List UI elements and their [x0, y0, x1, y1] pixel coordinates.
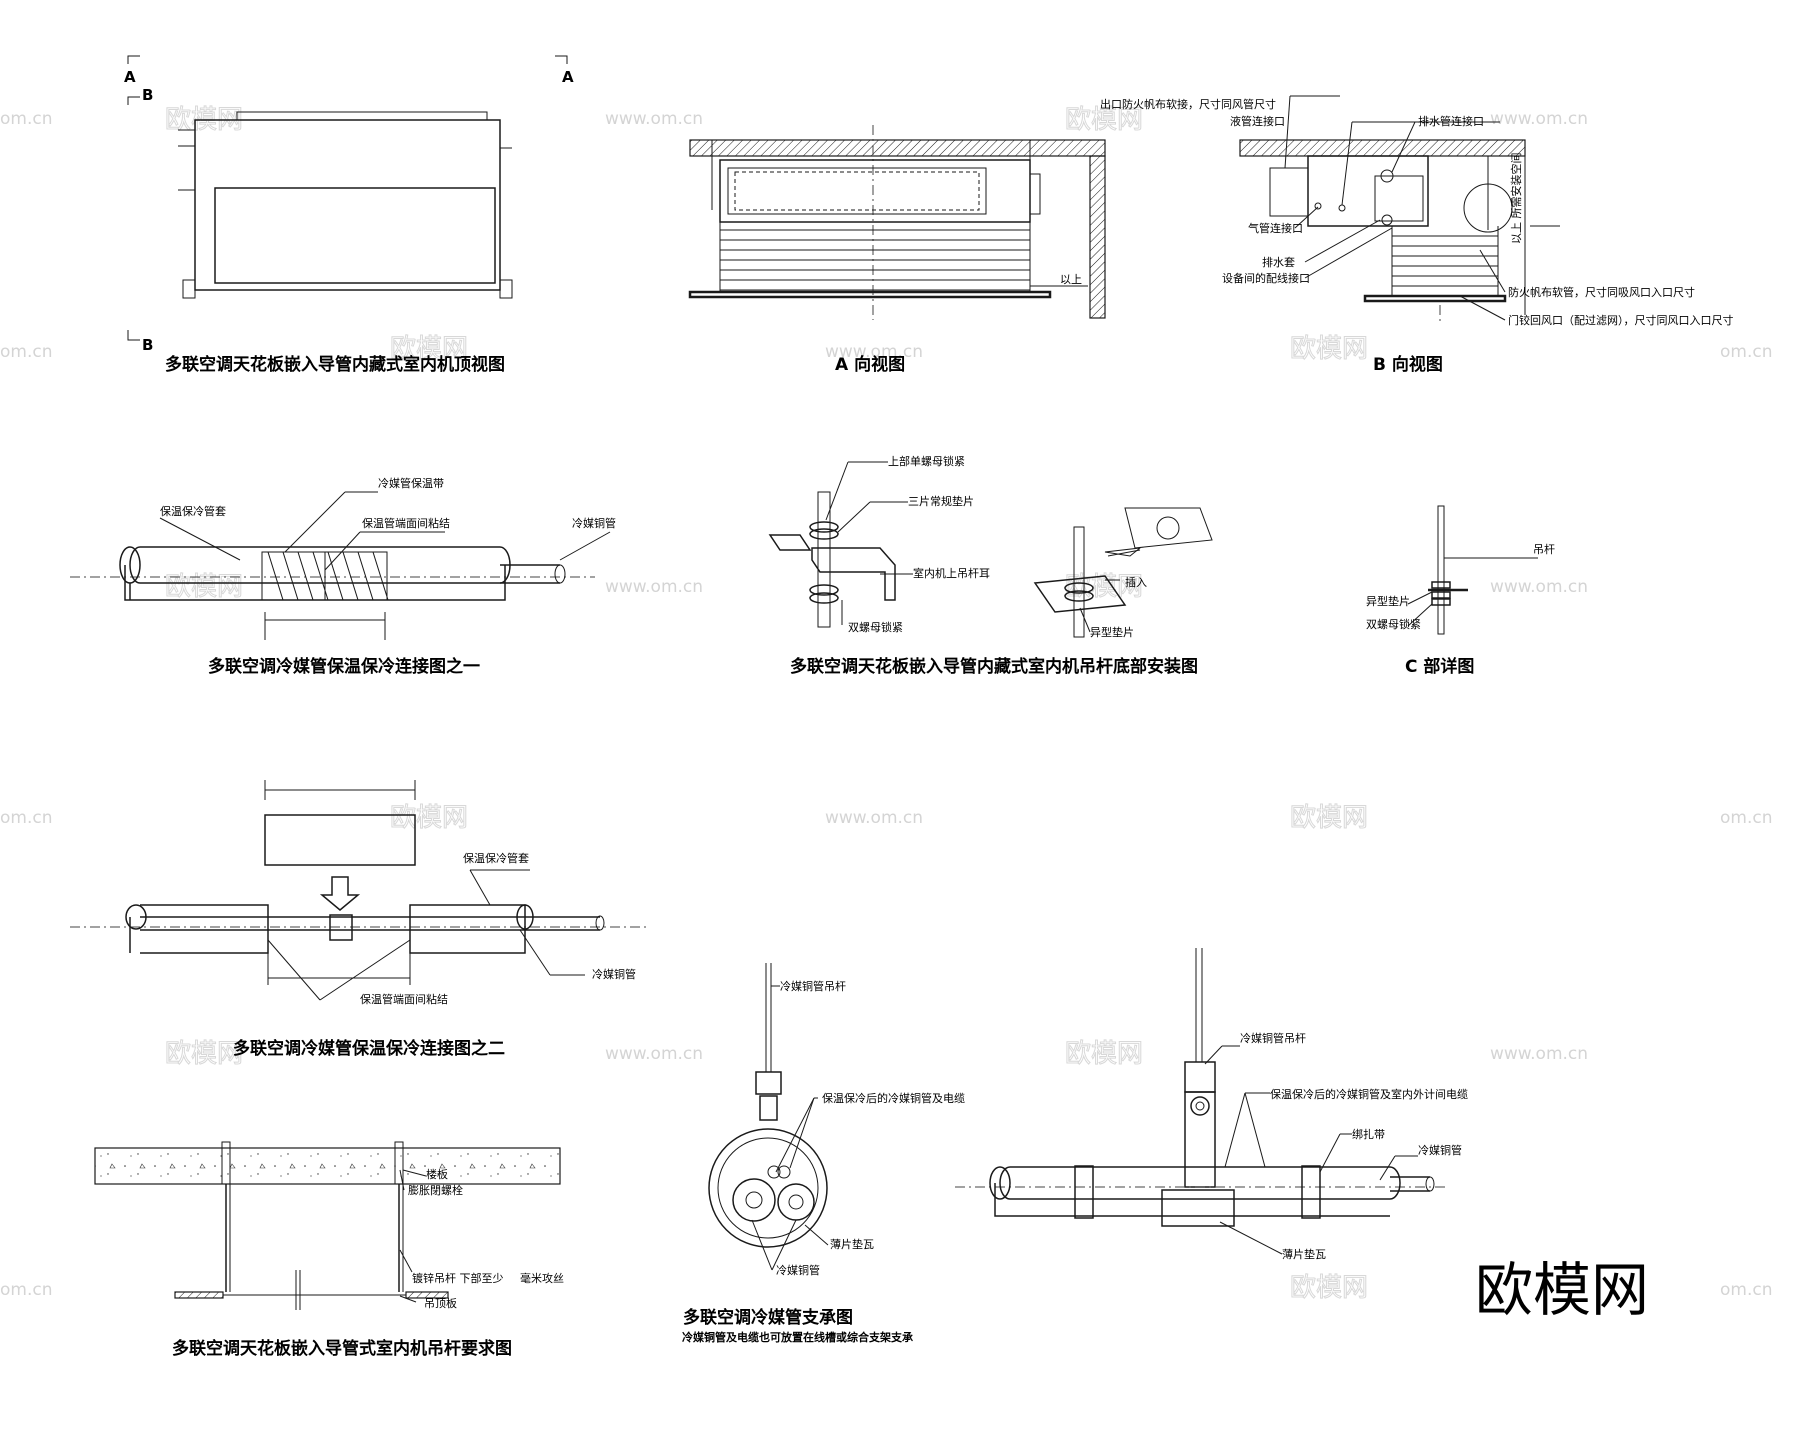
- label-double-nut: 双螺母锁紧: [848, 620, 903, 634]
- label-top-nut: 上部单螺母锁紧: [888, 454, 965, 468]
- label-gas-pipe: 气管连接口: [1248, 221, 1303, 235]
- watermark-brand: 欧模网: [1290, 1273, 1368, 1303]
- view-b-title: B 向视图: [1373, 354, 1443, 375]
- label-copper-pipe-2: 冷媒铜管: [592, 967, 636, 981]
- watermark-url: www.om.cn: [1490, 1044, 1588, 1064]
- label-copper-pipe-side: 冷媒铜管: [1418, 1143, 1462, 1157]
- label-expansion-bolt: 膨胀閉螺栓: [408, 1183, 463, 1197]
- top-view-drawing: A A B B: [124, 55, 574, 354]
- watermark-url: www.om.cn: [605, 109, 703, 129]
- label-insulated-cables: 保温保冷后的冷媒铜管及室内外计间电缆: [1270, 1087, 1468, 1101]
- label-return-vent: 门铰回风口（配过滤网），尺寸同风口入口尺寸: [1508, 313, 1734, 327]
- insulation-2-title: 多联空调冷媒管保温保冷连接图之二: [233, 1038, 505, 1059]
- view-b-drawing: 出口防火帆布软接，尺寸同风管尺寸 液管连接口 排水管连接口 气管连接口 排水套 …: [1100, 95, 1734, 327]
- hanger-install-title: 多联空调天花板嵌入导管内藏式室内机吊杆底部安装图: [790, 656, 1198, 677]
- watermark-url: om.cn: [0, 1280, 53, 1300]
- hanger-requirement-title: 多联空调天花板嵌入导管式室内机吊杆要求图: [172, 1338, 512, 1359]
- watermark-url: www.om.cn: [1490, 109, 1588, 129]
- detail-c-title: C 部详图: [1405, 656, 1474, 677]
- label-insert: 插入: [1125, 575, 1147, 589]
- watermark-brand: 欧模网: [1065, 1039, 1143, 1069]
- label-insulation-tape: 冷媒管保温带: [378, 476, 444, 490]
- view-a-above-label: 以上: [1060, 273, 1082, 286]
- label-copper-pipe-3: 冷媒铜管: [776, 1263, 820, 1277]
- label-shim-side: 薄片垫瓦: [1282, 1247, 1326, 1261]
- watermark-url: om.cn: [0, 342, 53, 362]
- view-a-drawing: 以上: [688, 125, 1106, 320]
- detail-c-drawing: 吊杆 异型垫片 双螺母锁紧: [1366, 505, 1555, 635]
- hanger-requirement-drawing: 楼板 膨胀閉螺栓 镀锌吊杆 下部至少 毫米攻丝 吊顶板: [94, 1141, 564, 1310]
- watermark-url: www.om.cn: [605, 577, 703, 597]
- watermark-brand: 欧模网: [1290, 803, 1368, 833]
- label-shim: 薄片垫瓦: [830, 1237, 874, 1251]
- label-double-nut-c: 双螺母锁紧: [1366, 617, 1421, 631]
- label-pipe-rod-side: 冷媒铜管吊杆: [1240, 1031, 1306, 1045]
- label-liquid-pipe: 液管连接口: [1230, 114, 1285, 128]
- label-insulation-sleeve-2: 保温保冷管套: [463, 851, 529, 865]
- label-special-washer: 异型垫片: [1090, 625, 1134, 639]
- brand-logo: 欧模网: [1475, 1256, 1649, 1324]
- view-a-title: A 向视图: [835, 354, 905, 375]
- section-marker-b: B: [142, 336, 153, 354]
- watermark-url: www.om.cn: [825, 808, 923, 828]
- section-marker-b: B: [142, 86, 153, 104]
- watermark-url: om.cn: [1720, 1280, 1773, 1300]
- insulation-2-drawing: 保温保冷管套 冷媒铜管 保温管端面间粘结: [70, 780, 650, 1006]
- label-three-washers: 三片常规垫片: [908, 494, 974, 508]
- watermark-url: om.cn: [1720, 808, 1773, 828]
- watermark-brand: 欧模网: [1065, 105, 1143, 135]
- label-insulated-pipes: 保温保冷后的冷媒铜管及电缆: [822, 1091, 965, 1105]
- top-view-title: 多联空调天花板嵌入导管内藏式室内机顶视图: [165, 354, 505, 375]
- watermark-url: om.cn: [0, 808, 53, 828]
- label-install-space: 以上 所需安装空间: [1509, 153, 1523, 245]
- label-pipe-rod: 冷媒铜管吊杆: [780, 979, 846, 993]
- label-special-washer-c: 异型垫片: [1366, 594, 1410, 608]
- watermark-brand: 欧模网: [390, 334, 468, 364]
- hanger-install-drawing: 上部单螺母锁紧 三片常规垫片 室内机上吊杆耳 双螺母锁紧 插入 异型垫片: [768, 454, 1213, 639]
- watermark-url: www.om.cn: [1490, 577, 1588, 597]
- label-insulation-sleeve: 保温保冷管套: [160, 504, 226, 518]
- watermark-layer: om.cn 欧模网 www.om.cn 欧模网 www.om.cn om.cn …: [0, 105, 1773, 1304]
- watermark-brand: 欧模网: [165, 1039, 243, 1069]
- label-galvanized-rod: 镀锌吊杆 下部至少: [412, 1271, 504, 1285]
- label-drain-pipe: 排水管连接口: [1418, 114, 1484, 128]
- pipe-support-side-drawing: 冷媒铜管吊杆 保温保冷后的冷媒铜管及室内外计间电缆 绑扎带 冷媒铜管 薄片垫瓦: [955, 948, 1468, 1261]
- insulation-1-title: 多联空调冷媒管保温保冷连接图之一: [208, 656, 480, 677]
- watermark-url: om.cn: [0, 109, 53, 129]
- label-end-face-glue-2: 保温管端面间粘结: [360, 992, 448, 1006]
- watermark-url: www.om.cn: [605, 1044, 703, 1064]
- watermark-brand: 欧模网: [1290, 334, 1368, 364]
- label-drain-sleeve: 排水套: [1262, 255, 1295, 269]
- label-hanger-ear: 室内机上吊杆耳: [913, 566, 990, 580]
- watermark-brand: 欧模网: [390, 803, 468, 833]
- section-marker-a: A: [562, 68, 574, 86]
- label-thread-length: 毫米攻丝: [520, 1271, 564, 1285]
- label-copper-pipe: 冷媒铜管: [572, 516, 616, 530]
- label-outlet-soft-joint: 出口防火帆布软接，尺寸同风管尺寸: [1100, 97, 1276, 111]
- label-ceiling-board: 吊顶板: [424, 1296, 457, 1310]
- label-end-face-glue: 保温管端面间粘结: [362, 516, 450, 530]
- watermark-url: www.om.cn: [825, 342, 923, 362]
- section-marker-a: A: [124, 68, 136, 86]
- watermark-url: om.cn: [1720, 342, 1773, 362]
- label-floor-slab: 楼板: [426, 1167, 448, 1181]
- label-wiring-port: 设备间的配线接口: [1222, 271, 1310, 285]
- label-binding-strap: 绑扎带: [1352, 1127, 1385, 1141]
- pipe-support-title: 多联空调冷媒管支承图: [683, 1307, 853, 1328]
- pipe-support-drawing: 冷媒铜管吊杆 保温保冷后的冷媒铜管及电缆 薄片垫瓦 冷媒铜管: [708, 963, 965, 1277]
- insulation-1-drawing: 冷媒管保温带 保温保冷管套 保温管端面间粘结 冷媒铜管: [70, 476, 616, 640]
- label-fire-hose: 防火帆布软管，尺寸同吸风口入口尺寸: [1508, 285, 1695, 299]
- label-rod: 吊杆: [1533, 542, 1555, 556]
- pipe-support-note: 冷媒铜管及电缆也可放置在线槽或综合支架支承: [682, 1330, 914, 1344]
